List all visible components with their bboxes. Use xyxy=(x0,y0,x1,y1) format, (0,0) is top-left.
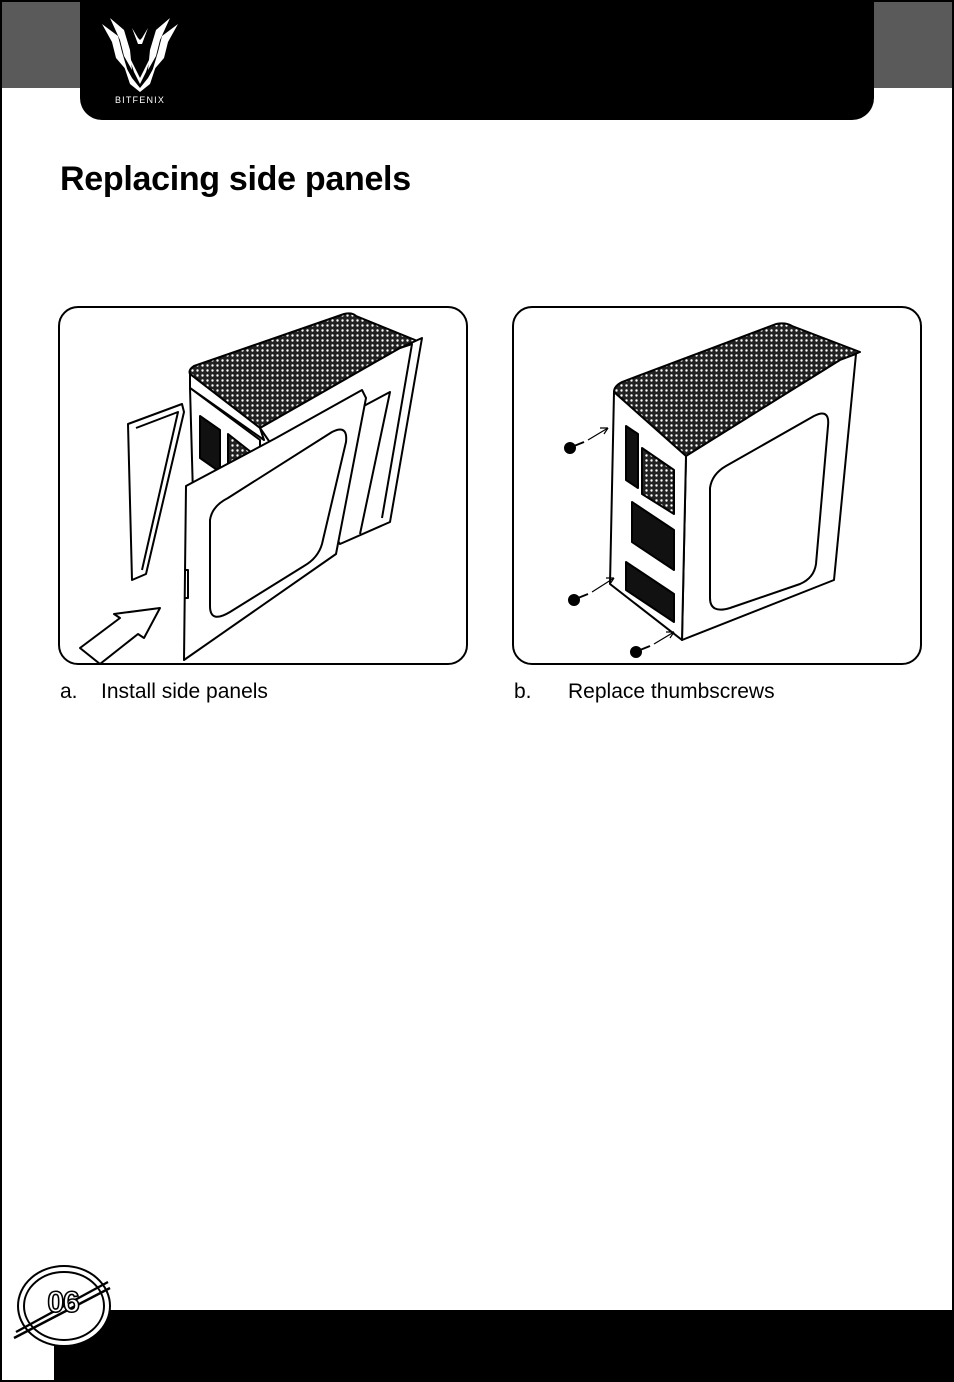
case-thumbscrews-illustration xyxy=(564,322,861,658)
page-number: 06 xyxy=(47,1285,81,1320)
svg-text:BITFENIX: BITFENIX xyxy=(115,95,165,105)
header-corner-left xyxy=(2,2,80,88)
page-number-badge-icon xyxy=(13,1265,111,1347)
figure-install-side-panels xyxy=(58,306,468,665)
page-title: Replacing side panels xyxy=(60,160,411,198)
caption-marker: a. xyxy=(60,680,78,703)
bitfenix-logo-icon: BITFENIX xyxy=(102,18,178,105)
caption-marker: b. xyxy=(514,680,532,703)
header-bar xyxy=(80,0,874,120)
header-corner-right xyxy=(874,2,952,88)
caption-text: Install side panels xyxy=(101,680,268,703)
figure-replace-thumbscrews xyxy=(512,306,922,665)
caption-text: Replace thumbscrews xyxy=(568,680,775,703)
footer-bar xyxy=(54,1310,952,1380)
case-side-panel-install-illustration xyxy=(79,312,423,663)
